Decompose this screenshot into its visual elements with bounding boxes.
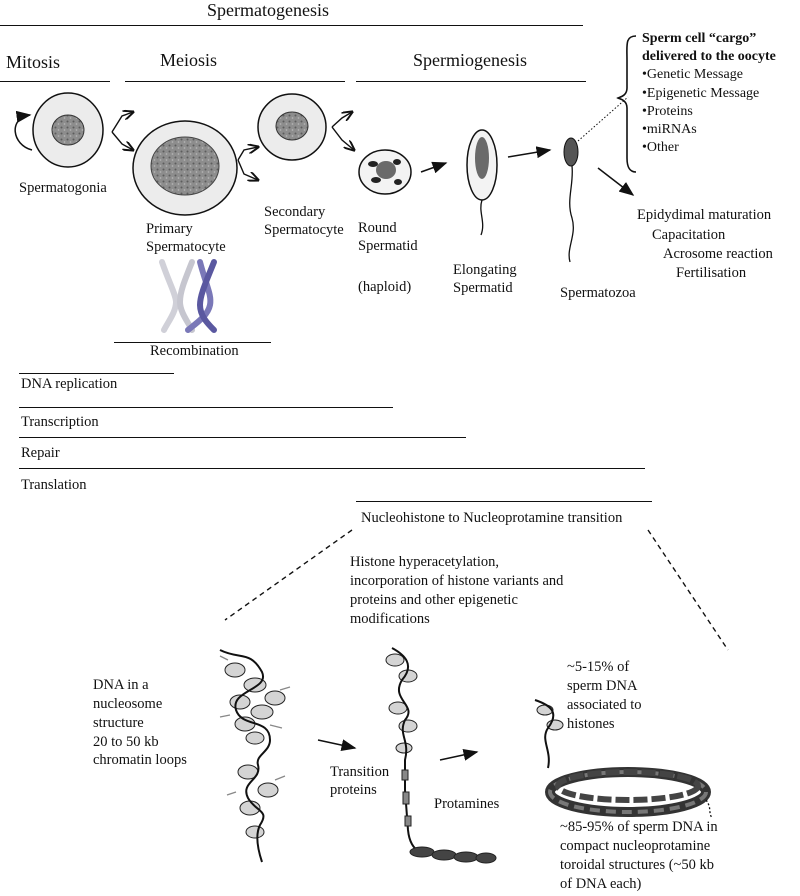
text-line: histones (567, 715, 615, 732)
dashed-zoom-right (647, 529, 729, 651)
protamines-label: Protamines (434, 796, 500, 812)
hyperacetylation-text: Histone hyperacetylation, incorporation … (350, 553, 563, 630)
arrow-elongating-to-spermatozoa (507, 146, 552, 159)
repair-rule (19, 437, 466, 438)
dashed-zoom-left (224, 529, 353, 621)
text-line: Histone hyperacetylation, (350, 554, 499, 570)
cargo-item: •Proteins (642, 103, 693, 119)
spermatozoa-label: Spermatozoa (560, 285, 636, 301)
post-step-acrosome: Acrosome reaction (663, 246, 773, 262)
text-line: proteins and other epigenetic (350, 592, 518, 609)
mitosis-label: Mitosis (6, 52, 61, 72)
arrow-to-maturation (597, 167, 635, 196)
split-arrow-2 (237, 147, 258, 180)
primary-line1: Primary (146, 221, 193, 237)
text-line: proteins (330, 782, 377, 799)
split-arrow-1 (111, 112, 133, 150)
post-step-fertilisation: Fertilisation (676, 265, 747, 281)
arrow-round-to-elongating (420, 161, 448, 174)
elongating-spermatid-cell (466, 129, 498, 236)
text-line: ~5-15% of (567, 659, 630, 675)
elongating-spermatid-label: Elongating Spermatid (453, 261, 517, 297)
cargo-item: •Epigenetic Message (642, 85, 760, 101)
text-line: of DNA each) (560, 875, 642, 892)
spermiogenesis-label: Spermiogenesis (413, 50, 527, 70)
cargo-item: •Genetic Message (642, 67, 743, 83)
text-line: associated to (567, 696, 642, 713)
meiosis-label: Meiosis (160, 50, 218, 70)
primary-line2: Spermatocyte (146, 239, 226, 256)
translation-rule (19, 468, 645, 469)
mitosis-rule (0, 81, 110, 82)
transition-title: Nucleohistone to Nucleoprotamine transit… (361, 510, 623, 526)
translation-label: Translation (21, 477, 87, 493)
text-line: 20 to 50 kb (93, 733, 159, 750)
histone-percent-text: ~5-15% of sperm DNA associated to histon… (567, 658, 642, 733)
haploid-label: (haploid) (358, 279, 412, 295)
text-line: structure (93, 714, 144, 731)
text-line: nucleosome (93, 695, 163, 712)
text-line: sperm DNA (567, 677, 638, 694)
arrow-nucleosome-to-transition (317, 739, 357, 752)
cargo-item: •Other (642, 140, 679, 156)
nucleosome-structure (219, 649, 291, 863)
arrow-transition-to-protamine (439, 748, 479, 761)
cargo-bracket (616, 35, 637, 173)
recombination-label: Recombination (150, 343, 239, 359)
chromosome-pair-icon (159, 259, 217, 333)
text-line: incorporation of histone variants and (350, 573, 564, 590)
nucleosome-text: DNA in a nucleosome structure 20 to 50 k… (93, 676, 187, 770)
text-line: Transition (330, 764, 390, 780)
secondary-spermatocyte-label: Secondary Spermatocyte (264, 203, 344, 239)
dna-replication-label: DNA replication (21, 376, 118, 392)
repair-label: Repair (21, 445, 60, 461)
transition-rule (356, 501, 652, 502)
text-line: chromatin loops (93, 752, 187, 769)
spermiogenesis-rule (356, 81, 586, 82)
round-line1: Round (358, 220, 397, 236)
dna-replication-rule (19, 373, 174, 374)
transition-protein-structure (385, 647, 497, 864)
round-spermatid-label: Round Spermatid (358, 219, 418, 255)
elongating-line2: Spermatid (453, 280, 513, 297)
cargo-title-line2: delivered to the oocyte (642, 49, 776, 65)
round-spermatid-cell (358, 149, 412, 195)
primary-spermatocyte-label: Primary Spermatocyte (146, 220, 226, 256)
text-line: ~85-95% of sperm DNA in (560, 819, 718, 835)
dotted-link-to-cargo (577, 96, 629, 142)
round-line2: Spermatid (358, 238, 418, 255)
post-step-capacitation: Capacitation (652, 227, 726, 243)
secondary-spermatocyte-cell (257, 93, 327, 161)
recombination-rule (114, 342, 271, 343)
text-line: DNA in a (93, 677, 149, 693)
spermatogonia-cell (14, 92, 104, 168)
cargo-list: Sperm cell “cargo” delivered to the oocy… (642, 30, 776, 157)
cargo-title-line1: Sperm cell “cargo” (642, 31, 757, 46)
primary-spermatocyte-cell (132, 120, 238, 216)
spermatogonia-label: Spermatogonia (19, 180, 107, 196)
text-line: modifications (350, 611, 430, 628)
secondary-line1: Secondary (264, 204, 326, 220)
text-line: compact nucleoprotamine (560, 837, 711, 854)
transcription-label: Transcription (21, 414, 99, 430)
post-step-epidydimal: Epidydimal maturation (637, 207, 772, 223)
spermatogenesis-title: Spermatogenesis (207, 0, 329, 20)
protamine-toroid-structure (534, 699, 713, 819)
secondary-line2: Spermatocyte (264, 222, 344, 239)
text-line: toroidal structures (~50 kb (560, 856, 715, 873)
spermatogenesis-rule (0, 25, 583, 26)
transcription-rule (19, 407, 393, 408)
meiosis-rule (125, 81, 345, 82)
protamine-percent-text: ~85-95% of sperm DNA in compact nucleopr… (560, 818, 718, 893)
elongating-line1: Elongating (453, 262, 517, 278)
split-arrow-3 (331, 112, 354, 150)
transition-proteins-label: Transition proteins (330, 763, 389, 799)
spermatozoa-cell (563, 137, 579, 263)
cargo-item: •miRNAs (642, 121, 697, 137)
